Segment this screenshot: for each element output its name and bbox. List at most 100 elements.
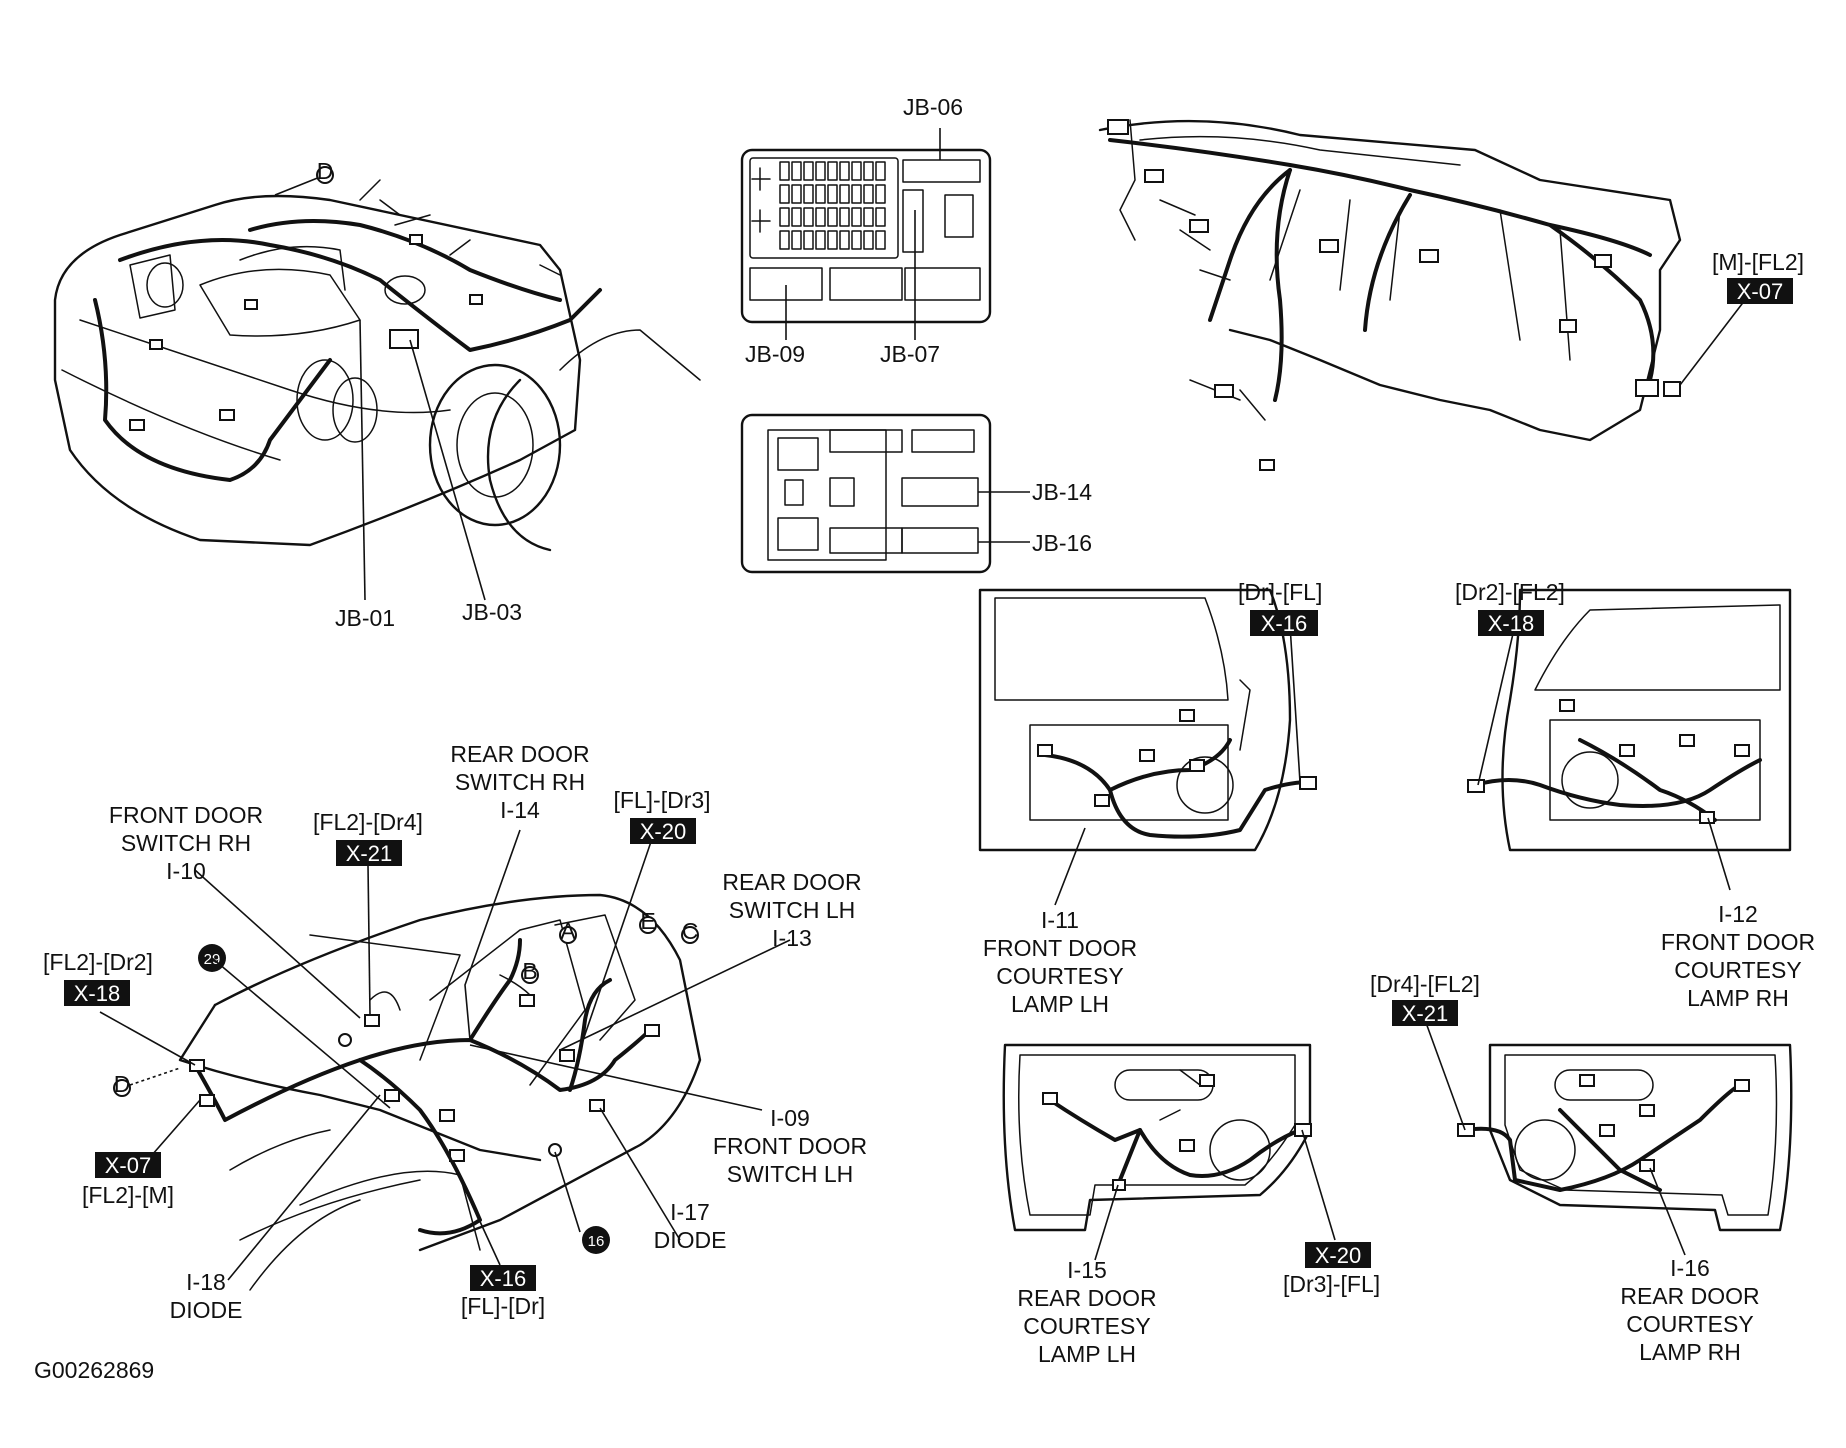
fuse-slot [827, 184, 838, 204]
marker-b: B [522, 958, 537, 984]
fuse-slot [851, 184, 862, 204]
fuse-slot [827, 207, 838, 227]
rd-lh-connector-pair: [Dr3]-[FL] [1283, 1271, 1380, 1297]
marker-e: E [640, 908, 655, 934]
fd-lh-connector-pair: [Dr]-[FL] [1238, 579, 1322, 605]
body-conn-x21-pair: [FL2]-[Dr4] [313, 809, 423, 835]
fuse-grid [751, 161, 886, 250]
rd-rh-component-id: I-16 [1670, 1255, 1710, 1281]
junction-box-2: JB-14 JB-16 [740, 413, 1092, 574]
fuse-slot [815, 161, 826, 181]
fuse-slot [779, 230, 790, 250]
fuse-slot [863, 161, 874, 181]
front-door-rh-view: [Dr2]-[FL2] X-18 I-12 FRONT DOOR COURTES… [1455, 579, 1815, 1011]
figure-id: G00262869 [34, 1357, 154, 1383]
engine-marker-d: D [317, 158, 334, 184]
rd-rh-connector-pair: [Dr4]-[FL2] [1370, 971, 1480, 997]
fuse-slot [791, 230, 802, 250]
rd-lh-component-line4: LAMP LH [1038, 1341, 1136, 1367]
fuse-slot [863, 207, 874, 227]
dash-connector-code: X-07 [1737, 279, 1783, 304]
rds-lh-line1: REAR DOOR [722, 869, 861, 895]
relay-symbol [751, 167, 771, 191]
fd-rh-component-line4: LAMP RH [1687, 985, 1789, 1011]
fds-rh-line2: SWITCH RH [121, 830, 251, 856]
diode-17-label: DIODE [654, 1227, 727, 1253]
fds-lh-id: I-09 [770, 1105, 810, 1131]
fuse-slot [851, 230, 862, 250]
body-conn-x16-code: X-16 [480, 1266, 526, 1291]
fuse-slot [803, 230, 814, 250]
fuse-slot [839, 230, 850, 250]
fd-lh-component-line4: LAMP LH [1011, 991, 1109, 1017]
fd-rh-connector-code: X-18 [1488, 611, 1534, 636]
fuse-slot [803, 184, 814, 204]
fuse-slot [791, 184, 802, 204]
rds-lh-id: I-13 [772, 925, 812, 951]
fuse-slot [779, 161, 790, 181]
rd-rh-connector-code: X-21 [1402, 1001, 1448, 1026]
body-conn-x18-pair: [FL2]-[Dr2] [43, 949, 153, 975]
rd-lh-component-line2: REAR DOOR [1017, 1285, 1156, 1311]
fd-lh-component-line2: FRONT DOOR [983, 935, 1137, 961]
fd-rh-component-id: I-12 [1718, 901, 1758, 927]
dashboard-harness-view: [M]-[FL2] X-07 [1098, 119, 1804, 471]
fds-rh-id: I-10 [166, 858, 206, 884]
fd-rh-connector-pair: [Dr2]-[FL2] [1455, 579, 1565, 605]
diode-18-id: I-18 [186, 1269, 226, 1295]
fd-lh-component-id: I-11 [1041, 907, 1079, 933]
label-jb-09: JB-09 [745, 341, 805, 367]
diode-18-label: DIODE [170, 1297, 243, 1323]
fd-lh-connector-code: X-16 [1261, 611, 1307, 636]
fuse-slot [875, 207, 886, 227]
label-jb-07: JB-07 [880, 341, 940, 367]
body-conn-x07-pair: [FL2]-[M] [82, 1182, 174, 1208]
label-jb-06: JB-06 [903, 94, 963, 120]
rd-rh-component-line4: LAMP RH [1639, 1339, 1741, 1365]
front-door-lh-view: [Dr]-[FL] X-16 I-11 FRONT DOOR COURTESY … [978, 579, 1322, 1017]
rds-rh-id: I-14 [500, 797, 540, 823]
fds-rh-line1: FRONT DOOR [109, 802, 263, 828]
marker-d: D [114, 1071, 131, 1097]
fuse-slot [815, 207, 826, 227]
fuse-slot [839, 161, 850, 181]
rds-rh-line2: SWITCH RH [455, 769, 585, 795]
dash-connector-pair: [M]-[FL2] [1712, 249, 1804, 275]
fd-lh-component-line3: COURTESY [996, 963, 1123, 989]
label-jb-14: JB-14 [1032, 479, 1092, 505]
body-conn-x20-pair: [FL]-[Dr3] [613, 787, 710, 813]
fuse-slot [839, 184, 850, 204]
diode-17-id: I-17 [670, 1199, 710, 1225]
fuse-slot [815, 184, 826, 204]
fuse-slot [875, 161, 886, 181]
rear-door-rh-view: [Dr4]-[FL2] X-21 I-16 REAR DOOR COURTESY… [1370, 971, 1793, 1365]
fuse-slot [791, 207, 802, 227]
label-jb-16: JB-16 [1032, 530, 1092, 556]
fuse-slot [803, 161, 814, 181]
engine-bay-view: D JB-01 JB-03 [53, 158, 701, 631]
marker-a: A [560, 918, 576, 944]
fuse-slot [875, 230, 886, 250]
marker-c: C [682, 918, 699, 944]
label-jb-03: JB-03 [462, 599, 522, 625]
ground-point-16: 16 [588, 1233, 605, 1250]
rd-lh-component-line3: COURTESY [1023, 1313, 1150, 1339]
body-conn-x18-code: X-18 [74, 981, 120, 1006]
fuse-slot [863, 184, 874, 204]
fds-lh-line2: SWITCH LH [727, 1161, 854, 1187]
fuse-slot [779, 184, 790, 204]
fuse-slot [827, 230, 838, 250]
rd-rh-component-line2: REAR DOOR [1620, 1283, 1759, 1309]
fds-lh-line1: FRONT DOOR [713, 1133, 867, 1159]
rd-lh-component-id: I-15 [1067, 1257, 1107, 1283]
junction-box-1: JB-06 JB-09 JB-07 [740, 94, 992, 367]
rd-rh-component-line3: COURTESY [1626, 1311, 1753, 1337]
fuse-slot [791, 161, 802, 181]
rear-door-lh-view: X-20 [Dr3]-[FL] I-15 REAR DOOR COURTESY … [1002, 1043, 1380, 1367]
body-conn-x16-pair: [FL]-[Dr] [461, 1293, 545, 1319]
rds-lh-line2: SWITCH LH [729, 897, 856, 923]
fuse-slot [863, 230, 874, 250]
fuse-slot [851, 207, 862, 227]
body-conn-x20-code: X-20 [640, 819, 686, 844]
